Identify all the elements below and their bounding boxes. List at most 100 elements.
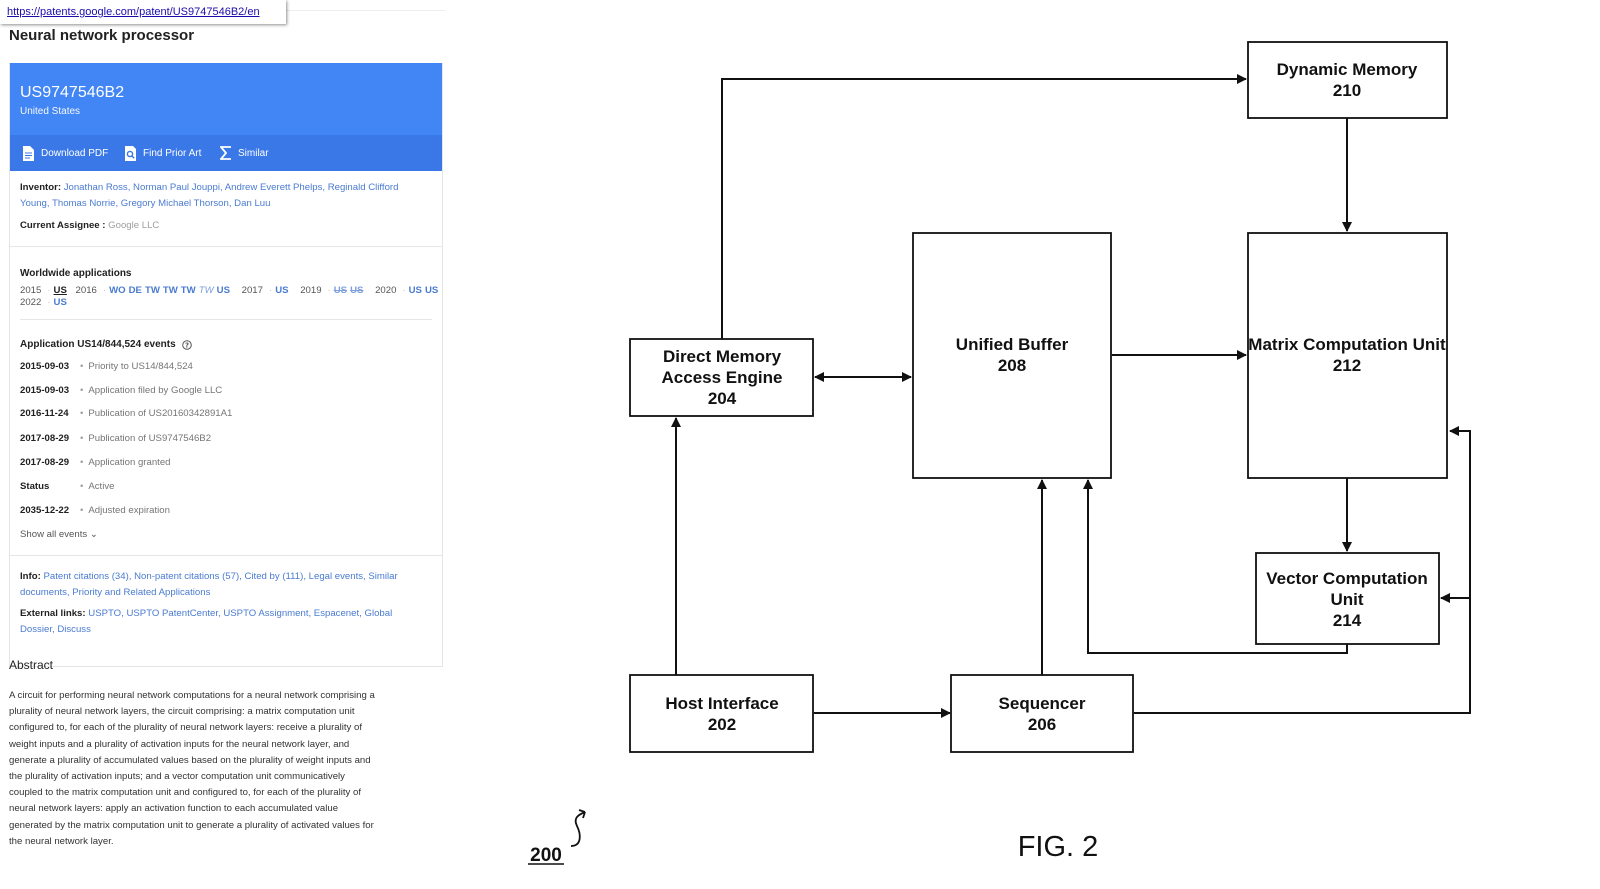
inventor-label: Inventor: — [20, 182, 62, 193]
assignee-value: Google LLC — [108, 220, 160, 231]
unified-buffer-block — [912, 232, 1112, 479]
unified-buffer-number: 208 — [998, 356, 1026, 375]
dma-engine-block — [629, 338, 814, 417]
help-icon[interactable]: ? — [181, 339, 192, 350]
event-row: 2015-09-03•Priority to US14/844,524 — [20, 361, 193, 372]
similar-label: Similar — [238, 147, 269, 159]
figure-reference-number: 200 — [530, 845, 562, 866]
event-row: 2017-08-29•Publication of US9747546B2 — [20, 433, 212, 444]
country-code[interactable]: TW — [180, 285, 196, 296]
event-date: 2015-09-03 — [20, 385, 70, 396]
event-row: Status•Active — [20, 481, 115, 492]
country-code[interactable]: WO — [109, 285, 126, 296]
event-row: 2017-08-29•Application granted — [20, 457, 171, 468]
dma-label-1: Direct Memory — [663, 347, 782, 366]
matrix-unit-number: 212 — [1333, 356, 1361, 375]
document-icon — [23, 146, 34, 161]
patent-header: US9747546B2 United States — [10, 63, 442, 135]
show-all-label: Show all events — [20, 529, 88, 540]
events-title-text: Application US14/844,524 events — [20, 339, 176, 350]
action-bar: Download PDF Find Prior Art Similar — [10, 135, 442, 171]
patent-card: US9747546B2 United States Download PDF F… — [9, 63, 443, 667]
search-document-icon — [125, 146, 136, 161]
event-text: Application granted — [88, 457, 171, 468]
event-date: 2017-08-29 — [20, 433, 70, 444]
abstract-title: Abstract — [9, 658, 54, 672]
country-code[interactable]: DE — [128, 285, 142, 296]
country-code[interactable]: TW — [162, 285, 178, 296]
country-code[interactable]: US — [53, 285, 67, 296]
event-text: Adjusted expiration — [88, 505, 170, 516]
country-code[interactable]: US — [216, 285, 230, 296]
event-date: 2035-12-22 — [20, 505, 70, 516]
inventor-links[interactable]: Jonathan Ross, Norman Paul Jouppi, Andre… — [20, 182, 399, 209]
country-code[interactable]: US — [424, 285, 439, 296]
vector-unit-label-1: Vector Computation — [1266, 569, 1428, 588]
info-row: Info: Patent citations (34), Non-patent … — [20, 569, 420, 601]
assignee-label: Current Assignee : — [20, 220, 106, 231]
event-date: Status — [20, 481, 50, 492]
sequencer-number: 206 — [1028, 715, 1056, 734]
events-title: Application US14/844,524 events ? — [20, 339, 192, 350]
host-interface-number: 202 — [708, 715, 736, 734]
external-links[interactable]: USPTO, USPTO PatentCenter, USPTO Assignm… — [20, 608, 393, 635]
abstract-text: A circuit for performing neural network … — [9, 690, 375, 847]
sequencer-block — [950, 674, 1134, 753]
matrix-unit-label: Matrix Computation Unit — [1248, 335, 1446, 354]
reference-leader-icon — [570, 811, 586, 847]
unified-buffer-label: Unified Buffer — [956, 335, 1069, 354]
country-code[interactable]: US — [350, 285, 364, 296]
download-pdf-button[interactable]: Download PDF — [22, 146, 108, 161]
dynamic-memory-block — [1247, 41, 1448, 119]
vector-unit-label-2: Unit — [1330, 590, 1363, 609]
worldwide-row-2: 2022·US — [20, 297, 67, 308]
event-date: 2016-11-24 — [20, 408, 69, 419]
year: 2015 — [20, 285, 42, 296]
vector-unit-block — [1255, 552, 1440, 645]
event-text: Publication of US9747546B2 — [88, 433, 212, 444]
divider — [20, 319, 432, 320]
event-text: Application filed by Google LLC — [88, 385, 223, 396]
find-prior-art-button[interactable]: Find Prior Art — [124, 146, 201, 161]
country-code[interactable]: US — [275, 285, 289, 296]
dynamic-memory-number: 210 — [1333, 81, 1361, 100]
chevron-down-icon: ⌄ — [89, 529, 98, 540]
sequencer-label: Sequencer — [999, 694, 1086, 713]
host-interface-label: Host Interface — [665, 694, 778, 713]
url-tooltip: https://patents.google.com/patent/US9747… — [0, 0, 286, 24]
country-code[interactable]: US — [53, 297, 67, 308]
event-date: 2015-09-03 — [20, 361, 70, 372]
figure-label: FIG. 2 — [1018, 831, 1099, 863]
country-code[interactable]: US — [333, 285, 348, 296]
find-prior-art-label: Find Prior Art — [143, 148, 202, 159]
similar-button[interactable]: Similar — [220, 146, 269, 160]
download-pdf-label: Download PDF — [41, 148, 109, 159]
dma-label-2: Access Engine — [662, 368, 783, 387]
vector-unit-number: 214 — [1333, 611, 1362, 630]
info-links[interactable]: Patent citations (34), Non-patent citati… — [20, 571, 398, 598]
publication-number: US9747546B2 — [20, 84, 125, 101]
external-label: External links: — [20, 608, 86, 619]
event-row: 2035-12-22•Adjusted expiration — [20, 505, 170, 516]
year: 2020 — [375, 285, 397, 296]
country-code[interactable]: TW — [144, 285, 160, 296]
divider — [10, 246, 442, 247]
year: 2019 — [300, 285, 322, 296]
sigma-icon — [220, 146, 231, 160]
year: 2022 — [20, 297, 42, 308]
matrix-unit-block — [1247, 232, 1448, 479]
dma-number: 204 — [708, 389, 737, 408]
host-interface-block — [629, 674, 814, 753]
page-title: Neural network processor — [9, 27, 195, 44]
external-links-row: External links: USPTO, USPTO PatentCente… — [20, 606, 420, 638]
show-all-events-button[interactable]: Show all events ⌄ — [20, 529, 98, 540]
svg-text:?: ? — [185, 341, 189, 349]
country-code[interactable]: US — [408, 285, 422, 296]
year: 2016 — [75, 285, 97, 296]
country-code[interactable]: TW — [198, 285, 214, 296]
inventors-row: Inventor: Jonathan Ross, Norman Paul Jou… — [20, 180, 420, 212]
event-row: 2015-09-03•Application filed by Google L… — [20, 385, 223, 396]
url-link[interactable]: https://patents.google.com/patent/US9747… — [7, 6, 260, 18]
